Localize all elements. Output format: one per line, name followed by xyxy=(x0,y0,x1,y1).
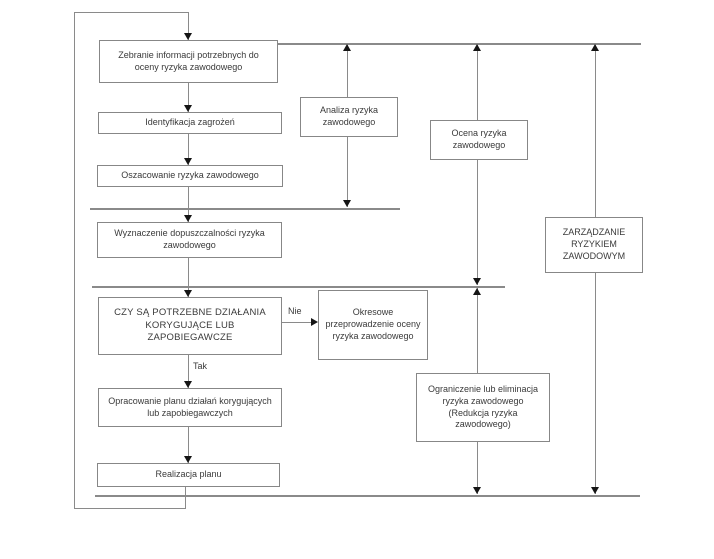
edge-identyfikacja-oszacowanie xyxy=(188,134,189,165)
edge-oszacowanie-wyznaczenie xyxy=(188,187,189,222)
arrowhead-oszacowanie xyxy=(184,158,192,165)
node-realizacja: Realizacja planu xyxy=(97,463,280,487)
node-analiza: Analiza ryzyka zawodowego xyxy=(300,97,398,137)
span-arrow-ocena xyxy=(477,44,478,285)
feedback-left-line xyxy=(74,12,75,509)
node-okresowe: Okresowe przeprowadzenie oceny ryzyka za… xyxy=(318,290,428,360)
arrowhead-analiza-top xyxy=(343,44,351,51)
phase-line-top xyxy=(278,43,641,45)
phase-line-analiza-bottom xyxy=(90,208,400,210)
arrowhead-opracowanie xyxy=(184,381,192,388)
arrowhead-okresowe xyxy=(311,318,318,326)
node-wyznaczenie: Wyznaczenie dopuszczalności ryzyka zawod… xyxy=(97,222,282,258)
edge-opracowanie-realizacja xyxy=(188,427,189,463)
node-opracowanie: Opracowanie planu działań korygujących l… xyxy=(98,388,282,427)
arrowhead-wyznaczenie xyxy=(184,215,192,222)
arrowhead-into-zebranie xyxy=(184,33,192,40)
arrowhead-ograniczenie-bottom xyxy=(473,487,481,494)
phase-line-ocena-bottom xyxy=(92,286,505,288)
node-oszacowanie: Oszacowanie ryzyka zawodowego xyxy=(97,165,283,187)
node-identyfikacja: Identyfikacja zagrożeń xyxy=(98,112,282,134)
arrowhead-zarzadzanie-bottom xyxy=(591,487,599,494)
node-ograniczenie: Ograniczenie lub eliminacja ryzyka zawod… xyxy=(416,373,550,442)
arrowhead-realizacja xyxy=(184,456,192,463)
feedback-bottom-line xyxy=(74,508,186,509)
node-zebranie: Zebranie informacji potrzebnych do oceny… xyxy=(99,40,278,83)
node-ocena: Ocena ryzyka zawodowego xyxy=(430,120,528,160)
node-decyzja: CZY SĄ POTRZEBNE DZIAŁANIA KORYGUJĄCE LU… xyxy=(98,297,282,355)
phase-line-bottom xyxy=(95,495,640,497)
edge-label-tak: Tak xyxy=(192,361,209,371)
feedback-exit-line xyxy=(185,487,186,509)
edge-decyzja-okresowe xyxy=(282,322,314,323)
feedback-entry-line xyxy=(188,12,189,40)
arrowhead-decyzja xyxy=(184,290,192,297)
arrowhead-identyfikacja xyxy=(184,105,192,112)
edge-wyznaczenie-decyzja xyxy=(188,258,189,297)
arrowhead-ograniczenie-top xyxy=(473,288,481,295)
feedback-top-line xyxy=(74,12,189,13)
arrowhead-ocena-bottom xyxy=(473,278,481,285)
edge-label-nie: Nie xyxy=(287,306,303,316)
arrowhead-ocena-top xyxy=(473,44,481,51)
arrowhead-zarzadzanie-top xyxy=(591,44,599,51)
edge-zebranie-identyfikacja xyxy=(188,83,189,112)
edge-decyzja-opracowanie xyxy=(188,355,189,388)
node-zarzadzanie: ZARZĄDZANIE RYZYKIEM ZAWODOWYM xyxy=(545,217,643,273)
arrowhead-analiza-bottom xyxy=(343,200,351,207)
